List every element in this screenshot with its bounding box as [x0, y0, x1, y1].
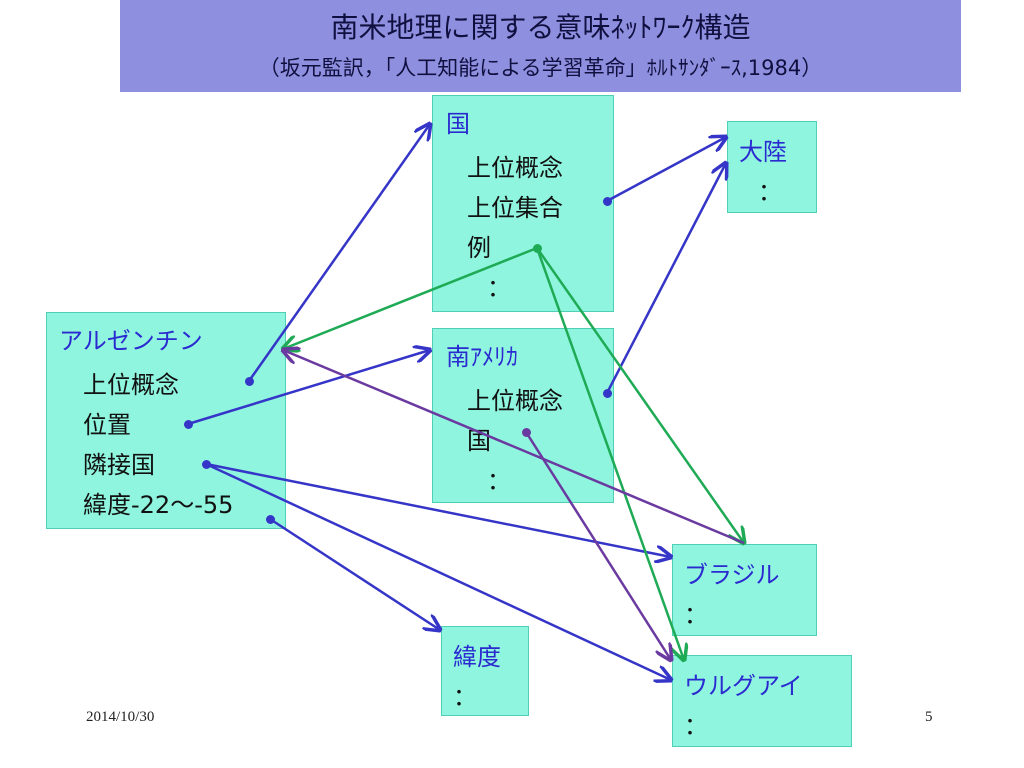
slot-dot-kuni-example: [533, 244, 542, 253]
node-uruguay-slot-ellipsis: ：: [684, 712, 708, 740]
link-south-america-country-to-argentina: [283, 350, 745, 545]
link-south-america-superconcept-to-continent: [605, 163, 726, 394]
slot-dot-argentina-neighbors: [202, 460, 211, 469]
link-kuni-example-to-brazil: [535, 247, 744, 543]
node-latitude-slot-ellipsis: ：: [453, 683, 477, 711]
link-kuni-example-to-uruguay: [535, 247, 684, 660]
node-brazil-title: ブラジル: [684, 561, 780, 589]
node-argentina-slot-neighbors: 隣接国: [83, 451, 155, 479]
node-argentina-slot-superconcept: 上位概念: [83, 371, 179, 399]
node-brazil: ブラジル ：: [672, 544, 817, 636]
node-kuni-slot-superconcept: 上位概念: [467, 154, 563, 182]
node-continent-slot-ellipsis: ：: [758, 178, 782, 206]
slide-subtitle: （坂元監訳，「人工知能による学習革命」ﾎﾙﾄｻﾝﾀﾞｰｽ,1984）: [258, 56, 823, 80]
link-kuni-superset-to-continent: [606, 137, 726, 203]
node-south-america-title: 南ｱﾒﾘｶ: [446, 343, 518, 371]
link-argentina-location-to-south-america: [187, 350, 430, 426]
link-argentina-neighbor-to-brazil: [205, 462, 671, 557]
node-argentina: アルゼンチン 上位概念 位置 隣接国 緯度-22～-55: [46, 312, 286, 529]
node-kuni-slot-ellipsis: ：: [487, 274, 511, 302]
node-south-america: 南ｱﾒﾘｶ 上位概念 国 ：: [432, 328, 614, 503]
link-south-america-country-to-uruguay: [524, 431, 671, 660]
node-uruguay: ウルグアイ ：: [672, 655, 852, 747]
node-argentina-slot-location: 位置: [83, 411, 131, 439]
node-argentina-title: アルゼンチン: [59, 327, 203, 355]
node-continent-title: 大陸: [739, 138, 787, 166]
slide-page-number: 5: [925, 709, 933, 725]
slot-dot-south-america-country: [522, 428, 531, 437]
slot-dot-argentina-location: [184, 420, 193, 429]
link-argentina-neighbor-to-uruguay: [205, 462, 671, 680]
node-uruguay-title: ウルグアイ: [684, 672, 803, 700]
node-south-america-slot-superconcept: 上位概念: [467, 387, 563, 415]
slot-dot-south-america-superconcept: [603, 389, 612, 398]
slide-date: 2014/10/30: [86, 709, 155, 725]
title-bar: 南米地理に関する意味ﾈｯﾄﾜｰｸ構造 （坂元監訳，「人工知能による学習革命」ﾎﾙ…: [120, 0, 961, 92]
node-kuni-slot-superset: 上位集合: [467, 194, 563, 222]
link-argentina-superconcept-to-kuni: [247, 124, 430, 382]
node-brazil-slot-ellipsis: ：: [684, 601, 708, 629]
node-argentina-slot-latitude: 緯度-22～-55: [83, 491, 234, 519]
slot-dot-argentina-superconcept: [245, 377, 254, 386]
slot-dot-argentina-latitude: [266, 515, 275, 524]
node-latitude-title: 緯度: [453, 643, 501, 671]
link-argentina-latitude-to-latitude: [269, 517, 440, 630]
node-latitude: 緯度 ：: [441, 626, 529, 716]
node-south-america-slot-ellipsis: ：: [487, 467, 511, 495]
node-kuni-slot-example: 例: [467, 234, 491, 262]
link-kuni-example-to-argentina: [283, 246, 538, 349]
slide-title: 南米地理に関する意味ﾈｯﾄﾜｰｸ構造: [330, 11, 751, 44]
slot-dot-kuni-superset: [603, 197, 612, 206]
node-kuni: 国 上位概念 上位集合 例 ：: [432, 95, 614, 312]
node-kuni-title: 国: [446, 110, 470, 138]
